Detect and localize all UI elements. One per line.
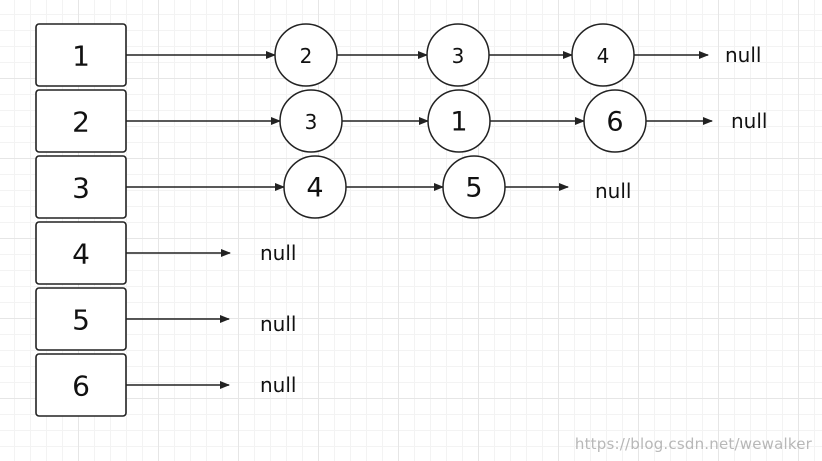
list-node xyxy=(442,155,506,219)
head-label-6: 6 xyxy=(72,370,90,403)
list-node xyxy=(427,89,491,153)
null-label: null xyxy=(260,312,296,336)
null-label: null xyxy=(725,43,761,67)
list-node xyxy=(583,89,647,153)
head-box-6 xyxy=(35,353,127,417)
head-box-5 xyxy=(35,287,127,351)
head-label-2: 2 xyxy=(72,106,90,139)
node-label: 1 xyxy=(450,107,467,138)
list-node xyxy=(274,23,338,87)
head-box-3 xyxy=(35,155,127,219)
null-label: null xyxy=(731,109,767,133)
node-label: 3 xyxy=(452,44,465,68)
list-node xyxy=(426,23,490,87)
watermark: https://blog.csdn.net/wewalker xyxy=(574,435,812,453)
node-label: 2 xyxy=(300,44,313,68)
head-label-1: 1 xyxy=(72,40,90,73)
node-label: 4 xyxy=(306,173,323,204)
head-box-4 xyxy=(35,221,127,285)
head-label-3: 3 xyxy=(72,172,90,205)
null-label: null xyxy=(260,373,296,397)
list-node xyxy=(279,89,343,153)
null-label: null xyxy=(595,179,631,203)
list-node xyxy=(571,23,635,87)
head-box-1 xyxy=(35,23,127,87)
node-label: 3 xyxy=(305,110,318,134)
node-label: 6 xyxy=(606,107,623,138)
head-label-4: 4 xyxy=(72,238,90,271)
node-label: 4 xyxy=(597,44,610,68)
head-box-2 xyxy=(35,89,127,153)
head-label-5: 5 xyxy=(72,304,90,337)
list-node xyxy=(283,155,347,219)
null-label: null xyxy=(260,241,296,265)
node-label: 5 xyxy=(465,173,482,204)
